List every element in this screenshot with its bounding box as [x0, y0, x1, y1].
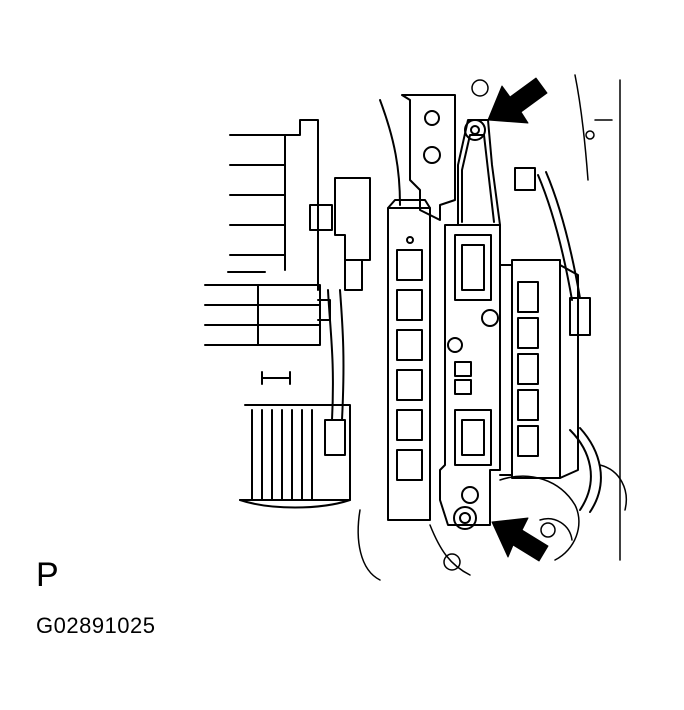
view-letter: P [36, 556, 59, 594]
lower-bolt-arrow-icon [491, 517, 549, 562]
figure-code: G02891025 [36, 613, 156, 638]
right-wire-harness [514, 167, 602, 513]
upper-bolt-arrow-icon [487, 77, 548, 124]
upper-bolt [464, 119, 486, 141]
left-background-unit [204, 119, 351, 509]
central-ecu [439, 119, 501, 530]
right-ecu-module [499, 259, 579, 479]
mounting-bracket [379, 94, 456, 221]
background-body-outline [357, 74, 627, 581]
left-ecu-module [387, 199, 431, 521]
left-connector-harness [309, 177, 371, 456]
